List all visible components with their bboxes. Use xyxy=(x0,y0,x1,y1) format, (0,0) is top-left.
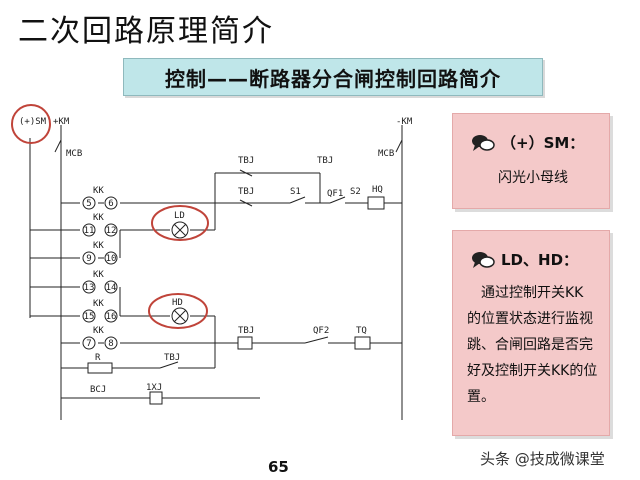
contact-7: 7 xyxy=(86,339,91,349)
watermark: 头条 @技成微课堂 xyxy=(480,450,605,468)
ld-hd-info-panel: LD、HD： 通过控制开关KK 的位置状态进行监视 跳、合闸回路是否完 好及控制… xyxy=(452,230,610,436)
contact-16: 16 xyxy=(106,312,117,322)
tbj-label-mid: TBJ xyxy=(238,187,254,197)
sm-terminal-label: (+)SM xyxy=(19,117,47,127)
contact-12: 12 xyxy=(106,226,117,236)
ld-panel-line: 置。 xyxy=(467,389,495,405)
hq-label: HQ xyxy=(372,185,383,195)
contact-9: 9 xyxy=(86,254,91,264)
s2-label: S2 xyxy=(350,187,361,197)
s1-label: S1 xyxy=(290,187,301,197)
tbj-label-r-row: TBJ xyxy=(164,353,180,363)
speech-bubbles-icon xyxy=(471,251,495,269)
kk-label-1: KK xyxy=(93,186,104,196)
kk-label-4: KK xyxy=(93,270,104,280)
sm-panel-heading: （+）SM： xyxy=(471,132,609,153)
hd-highlight xyxy=(148,293,208,329)
km-minus-label: -KM xyxy=(396,117,413,127)
sm-highlight xyxy=(11,104,51,144)
sm-panel-heading-text: （+）SM： xyxy=(501,134,585,152)
tbj-label-top: TBJ xyxy=(238,156,254,166)
contact-5: 5 xyxy=(86,199,91,209)
ld-panel-line: 好及控制开关KK的位 xyxy=(467,363,598,379)
bcj-label: BCJ xyxy=(90,385,106,395)
contact-13: 13 xyxy=(84,283,95,293)
subtitle-banner: 控制——断路器分合闸控制回路简介 xyxy=(123,58,543,96)
hd-label: HD xyxy=(172,298,183,308)
r-label: R xyxy=(95,353,101,363)
ld-panel-line: 通过控制开关KK xyxy=(467,285,584,301)
ld-panel-heading-text: LD、HD： xyxy=(501,251,579,269)
tbj-label-bottom: TBJ xyxy=(238,326,254,336)
kk-label-2: KK xyxy=(93,213,104,223)
tbj-label-right: TBJ xyxy=(317,156,333,166)
mcb-right-label: MCB xyxy=(378,149,394,159)
ld-panel-heading: LD、HD： xyxy=(471,249,609,270)
kk-label-5: KK xyxy=(93,299,104,309)
tq-label: TQ xyxy=(356,326,367,336)
ld-panel-line: 的位置状态进行监视 xyxy=(467,311,593,327)
contact-15: 15 xyxy=(84,312,95,322)
subtitle-text: 控制——断路器分合闸控制回路简介 xyxy=(165,66,501,91)
ld-highlight xyxy=(151,205,209,241)
page-number: 65 xyxy=(268,458,289,476)
xj-label: 1XJ xyxy=(146,383,162,393)
km-plus-label: +KM xyxy=(53,117,70,127)
mcb-left-label: MCB xyxy=(66,149,82,159)
kk-label-6: KK xyxy=(93,326,104,336)
contact-8: 8 xyxy=(108,339,113,349)
sm-info-panel: （+）SM： 闪光小母线 xyxy=(452,113,610,209)
ld-panel-line: 跳、合闸回路是否完 xyxy=(467,337,593,353)
contact-14: 14 xyxy=(106,283,117,293)
ld-label: LD xyxy=(174,211,185,221)
sm-panel-body: 闪光小母线 xyxy=(498,170,568,186)
qf1-label: QF1 xyxy=(327,189,343,199)
contact-10: 10 xyxy=(106,254,117,264)
ld-panel-body: 通过控制开关KK 的位置状态进行监视 跳、合闸回路是否完 好及控制开关KK的位 … xyxy=(453,280,609,410)
speech-bubbles-icon xyxy=(471,134,495,152)
contact-6: 6 xyxy=(108,199,113,209)
kk-label-3: KK xyxy=(93,241,104,251)
contact-11: 11 xyxy=(84,226,95,236)
slide-title: 二次回路原理简介 xyxy=(18,14,274,49)
qf2-label: QF2 xyxy=(313,326,329,336)
